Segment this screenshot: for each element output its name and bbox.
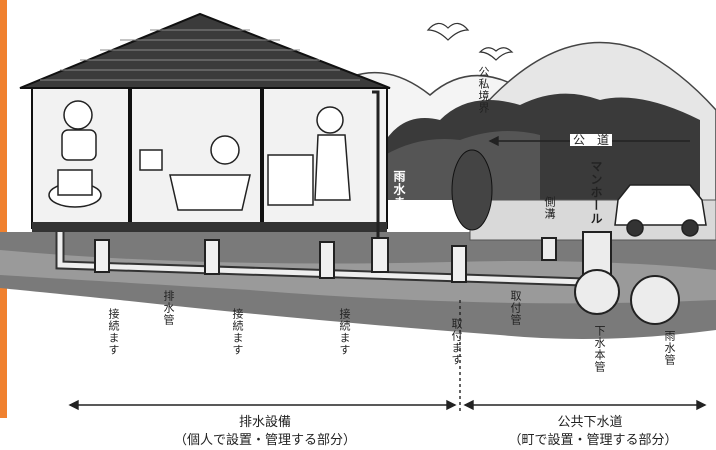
- accent-bar: [0, 0, 7, 418]
- drain-pipes: [55, 232, 586, 287]
- label-connect-basin-2: 接続ます: [231, 308, 244, 356]
- manhole-shaft: [541, 231, 680, 325]
- label-public-road: 公 道: [570, 134, 613, 146]
- label-manhole: マンホール: [589, 160, 603, 225]
- label-rain-main: 雨水管: [663, 330, 676, 366]
- footer-right-title: 公共下水道: [557, 415, 623, 430]
- footer-left-subtitle: （個人で設置・管理する部分）: [173, 433, 356, 448]
- footer-right-subtitle: （町で設置・管理する部分）: [508, 433, 678, 448]
- figure-bath: [139, 135, 251, 211]
- label-side-ditch: 側溝: [543, 196, 556, 220]
- label-drain-pipe: 排水管: [162, 290, 175, 326]
- roof-tiles: [40, 29, 360, 81]
- downspout: [372, 90, 380, 240]
- label-connect-basin-3: 接続ます: [338, 308, 351, 356]
- label-private-boundary: 公私境界: [477, 66, 490, 114]
- hedge: [451, 149, 493, 231]
- bird-2: [478, 47, 514, 61]
- footer-left-title: 排水設備: [238, 415, 291, 430]
- label-rainwater-basin: 雨水ます: [392, 170, 406, 222]
- house-roof: [19, 12, 391, 89]
- label-connect-basin-1: 接続ます: [107, 308, 120, 356]
- house-floor: [32, 222, 387, 232]
- label-attach-basin: 取付ます: [450, 318, 463, 366]
- label-attach-pipe: 取付管: [509, 290, 522, 326]
- figure-toilet: [48, 100, 102, 208]
- bird-1: [426, 22, 470, 41]
- figure-kitchen: [267, 106, 351, 206]
- car: [614, 184, 707, 237]
- scope-arrows: [68, 300, 707, 412]
- label-sewer-main: 下水本管: [593, 325, 606, 373]
